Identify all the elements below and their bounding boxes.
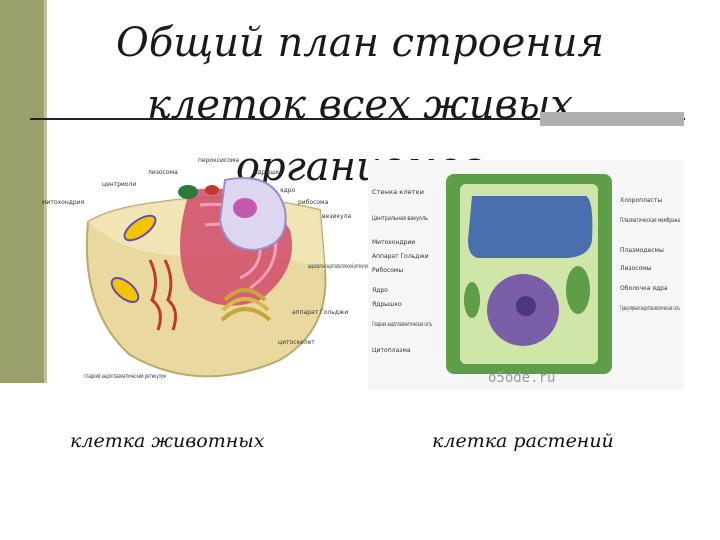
plant-left-label-2: Митохондрии: [372, 239, 415, 246]
label-smooth-er: гладкий эндоплазматический ретикулум: [84, 373, 166, 380]
label-vesicle: везикула: [322, 213, 351, 220]
label-ribosome: рибосома: [298, 199, 329, 206]
chloroplast-shape-2: [464, 282, 480, 318]
plant-left-label-3: Аппарат Гольджи: [372, 253, 429, 260]
plant-left-label-6: Ядрышко: [372, 301, 402, 308]
animal-cell-caption: клетка животных: [70, 430, 264, 452]
label-lysosome: лизосома: [148, 169, 178, 176]
plant-left-label-7: Гладкая эндоплазматическая сеть: [372, 321, 432, 328]
plant-left-label-5: Ядро: [372, 287, 388, 294]
label-rough-er: шероховатый эндоплазматический ретикулум: [308, 263, 368, 270]
lysosome-shape: [178, 185, 198, 199]
label-nucleus: ядро: [280, 187, 296, 194]
plant-right-label-5: Гранулярная эндоплазматическая сеть: [620, 305, 680, 312]
title-line-1: Общий план строения: [100, 12, 620, 74]
plant-right-label-3: Лизосомы: [620, 265, 652, 272]
plant-cell-illustration: Стенка клетки Центральная вакуоль Митохо…: [368, 160, 684, 390]
nucleus-shape: [220, 178, 286, 250]
central-vacuole-shape: [468, 196, 592, 258]
plant-left-label-4: Рибосомы: [372, 267, 403, 274]
label-centrioles: центриоли: [102, 181, 136, 188]
plant-cell-panel: Стенка клетки Центральная вакуоль Митохо…: [368, 160, 684, 390]
plant-cell-caption: клетка растений: [432, 430, 614, 452]
plant-right-label-4: Оболочка ядра: [620, 285, 668, 292]
animal-cell-illustration: лизосома пероксисома центриоли ядрышко м…: [40, 150, 370, 390]
plant-left-label-0: Стенка клетки: [372, 189, 424, 196]
plant-right-label-2: Плазмодесмы: [620, 247, 664, 254]
title-accent-bar: [540, 112, 684, 126]
label-mitochondria: митохондрия: [42, 199, 85, 206]
plant-right-label-1: Плазматическая мембрана: [620, 217, 680, 224]
plant-right-label-0: Хлоропласты: [620, 197, 662, 204]
label-nucleolus: ядрышко: [254, 169, 283, 176]
plant-left-label-8: Цитоплазма: [372, 347, 411, 354]
watermark: o5ode.ru: [488, 370, 555, 386]
peroxisome-shape: [205, 185, 219, 195]
label-golgi: аппарат Гольджи: [292, 309, 348, 316]
label-peroxisome: пероксисома: [198, 157, 239, 164]
title-line-2: клеток всех живых: [100, 74, 620, 136]
plant-nucleolus-shape: [516, 296, 536, 316]
label-cytoskeleton: цитоскелет: [278, 339, 315, 346]
slide-sidebar-accent: [0, 0, 44, 383]
chloroplast-shape: [566, 266, 590, 314]
plant-left-label-1: Центральная вакуоль: [372, 215, 428, 222]
